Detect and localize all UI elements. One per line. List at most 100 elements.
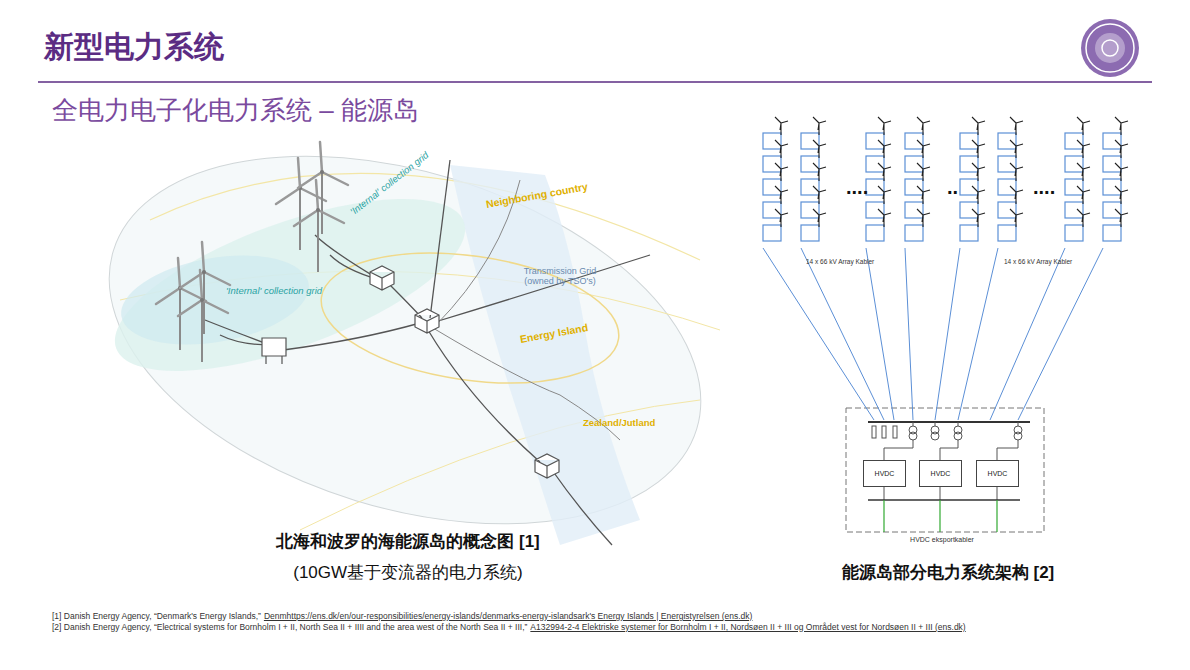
array-string <box>905 156 923 172</box>
array-string <box>1065 156 1083 172</box>
turbine-symbol <box>917 163 930 181</box>
reference-text: [1] Danish Energy Agency, “Denmark's Ene… <box>52 611 261 621</box>
array-string <box>998 225 1016 241</box>
array-string <box>866 225 884 241</box>
array-cable <box>905 248 913 420</box>
array-string <box>763 202 781 218</box>
turbine-symbol <box>775 140 788 158</box>
ellipsis-mark: .... <box>1033 176 1055 199</box>
reference-text: [2] Danish Energy Agency, “Electrical sy… <box>52 622 527 632</box>
ellipsis-mark: .... <box>846 176 868 199</box>
array-cable <box>763 248 874 420</box>
turbine-symbol <box>878 209 891 227</box>
reference-link: Denmhttps://ens.dk/en/our-responsibiliti… <box>264 611 753 621</box>
array-cable <box>958 248 998 420</box>
turbine-symbol <box>813 163 826 181</box>
array-string <box>801 202 819 218</box>
array-string <box>866 156 884 172</box>
energy-island-map <box>64 90 746 590</box>
hvdc-box: HVDC <box>919 460 962 487</box>
turbine-symbol <box>972 140 985 158</box>
array-string <box>801 156 819 172</box>
array-string <box>960 156 978 172</box>
footnote-line: [2] Danish Energy Agency, “Electrical sy… <box>52 622 1142 633</box>
turbine-symbol <box>917 209 930 227</box>
array-string <box>998 202 1016 218</box>
region-label: Zealand/Jutland <box>583 418 655 429</box>
array-cable <box>935 248 960 420</box>
array-cable <box>990 248 1065 420</box>
box-label: HVDC <box>988 470 1008 477</box>
array-string <box>960 179 978 195</box>
turbine-symbol <box>1115 163 1128 181</box>
turbine-symbol <box>775 163 788 181</box>
box-label: HVDC <box>931 470 951 477</box>
array-string <box>905 179 923 195</box>
turbine-symbol <box>878 140 891 158</box>
array-string <box>866 179 884 195</box>
turbine-symbol <box>1010 186 1023 204</box>
array-string <box>960 202 978 218</box>
array-string <box>1065 225 1083 241</box>
grid-label: 'Internal' collection grid <box>226 286 322 297</box>
array-string <box>905 133 923 149</box>
turbine-symbol <box>1077 163 1090 181</box>
array-string <box>1103 156 1121 172</box>
turbine-symbol <box>878 163 891 181</box>
grid-label: Transmission Grid (owned by TSO's) <box>512 266 608 287</box>
footnote-line: [1] Danish Energy Agency, “Denmark's Ene… <box>52 611 1142 622</box>
subtitle: 全电力电子化电力系统 – 能源岛 <box>52 96 419 126</box>
hvdc-box: HVDC <box>976 460 1019 487</box>
turbine-symbol <box>1077 186 1090 204</box>
figure-caption: 北海和波罗的海能源岛的概念图 [1] <box>276 532 540 552</box>
footnotes: [1] Danish Energy Agency, “Denmark's Ene… <box>52 611 1142 632</box>
turbine-symbol <box>1115 209 1128 227</box>
turbine-symbol <box>775 117 788 135</box>
ellipsis-mark: .. <box>947 176 958 199</box>
title-rule <box>38 81 1152 83</box>
figure-caption: (10GW基于变流器的电力系统) <box>293 563 523 583</box>
array-string <box>763 179 781 195</box>
turbine-symbol <box>1115 117 1128 135</box>
turbine-symbol <box>878 186 891 204</box>
turbine-symbol <box>813 186 826 204</box>
university-logo <box>1081 19 1139 77</box>
turbine-symbol <box>1010 209 1023 227</box>
figure-caption: 能源岛部分电力系统架构 [2] <box>842 563 1055 583</box>
array-string <box>998 156 1016 172</box>
turbine-symbol <box>972 186 985 204</box>
turbine-symbol <box>1010 117 1023 135</box>
array-string <box>905 202 923 218</box>
array-string <box>763 225 781 241</box>
turbine-symbol <box>917 186 930 204</box>
array-string <box>998 133 1016 149</box>
cable-label: 14 x 66 kV Array Kabler <box>1004 258 1072 265</box>
array-string <box>960 133 978 149</box>
array-string <box>1103 202 1121 218</box>
turbine-symbol <box>972 163 985 181</box>
array-string <box>1103 133 1121 149</box>
box-label: HVDC <box>875 470 895 477</box>
turbine-symbol <box>917 140 930 158</box>
array-string <box>998 179 1016 195</box>
array-string <box>801 179 819 195</box>
array-string <box>763 133 781 149</box>
turbine-symbol <box>972 209 985 227</box>
array-cable <box>866 248 894 420</box>
cable-label: 14 x 66 kV Array Kabler <box>806 258 874 265</box>
turbine-symbol <box>775 186 788 204</box>
turbine-symbol <box>1077 140 1090 158</box>
turbine-symbol <box>1115 186 1128 204</box>
turbine-symbol <box>1010 163 1023 181</box>
island-architecture <box>763 117 1128 532</box>
array-string <box>866 133 884 149</box>
turbine-symbol <box>917 117 930 135</box>
hvdc-box: HVDC <box>863 460 906 487</box>
array-string <box>1103 225 1121 241</box>
array-cable <box>1018 248 1103 420</box>
array-string <box>801 225 819 241</box>
array-string <box>763 156 781 172</box>
array-string <box>866 202 884 218</box>
turbine-symbol <box>878 117 891 135</box>
array-string <box>960 225 978 241</box>
